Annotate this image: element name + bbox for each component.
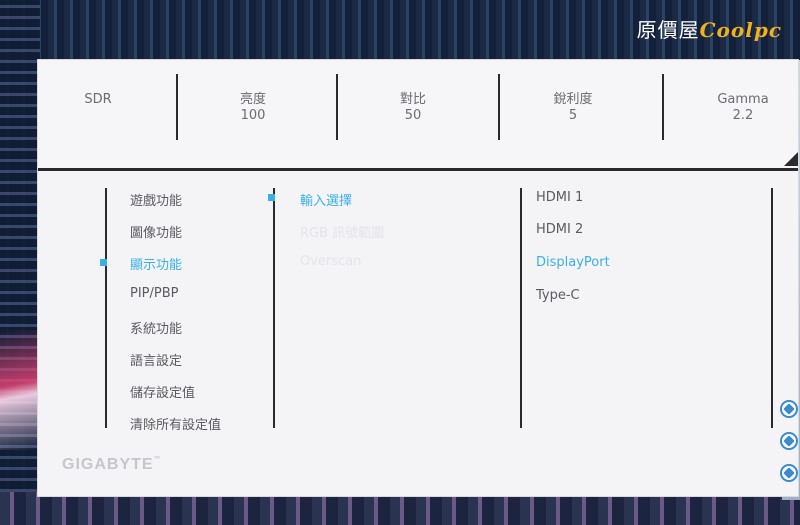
menu-item-display[interactable]: 顯示功能: [130, 258, 183, 273]
status-contrast-label: 對比: [399, 92, 426, 107]
background-city-bottom: [0, 492, 800, 525]
background-light-streak: [0, 330, 42, 450]
watermark-prefix: 原價屋: [636, 18, 700, 42]
status-sharpness-value: 5: [568, 108, 578, 123]
menu-item-picture[interactable]: 圖像功能: [130, 226, 183, 241]
joystick-nav-icon: [780, 400, 798, 418]
status-mode-label: SDR: [84, 92, 112, 107]
option-hdmi-2[interactable]: HDMI 2: [536, 222, 584, 237]
option-displayport[interactable]: DisplayPort: [536, 255, 610, 270]
submenu-item-input-select[interactable]: 輸入選擇: [300, 194, 353, 209]
menu-item-system[interactable]: 系統功能: [130, 322, 183, 337]
status-mode: SDR: [58, 92, 138, 108]
status-divider: [176, 74, 178, 140]
sub-menu-bar: [273, 188, 275, 428]
gigabyte-logo: GIGABYTE™: [62, 456, 162, 473]
status-divider: [662, 74, 664, 140]
menu-item-language[interactable]: 語言設定: [130, 354, 183, 369]
menu-item-pip-pbp[interactable]: PIP/PBP: [130, 286, 179, 301]
main-menu-bar: [105, 188, 107, 428]
status-sharpness-label: 銳利度: [553, 92, 593, 107]
status-gamma: Gamma 2.2: [698, 92, 788, 124]
status-gamma-value: 2.2: [732, 108, 754, 123]
option-hdmi-1[interactable]: HDMI 1: [536, 190, 584, 205]
menu-item-reset-all[interactable]: 清除所有設定值: [130, 418, 222, 433]
corner-mark: [784, 152, 798, 166]
status-divider: [336, 74, 338, 140]
status-contrast: 對比 50: [368, 92, 458, 124]
right-scroll-bar[interactable]: [771, 188, 773, 428]
osd-panel: SDR 亮度 100 對比 50 銳利度 5 Gamma 2.2 遊戲功能 圖像…: [38, 60, 798, 496]
option-type-c[interactable]: Type-C: [536, 288, 580, 303]
sub-menu-selection-marker: [268, 194, 275, 201]
watermark-brand: Coolpc: [699, 18, 782, 42]
status-gamma-label: Gamma: [717, 92, 769, 107]
submenu-item-rgb-range[interactable]: RGB 訊號範圍: [300, 226, 385, 241]
menu-item-game[interactable]: 遊戲功能: [130, 194, 183, 209]
submenu-item-overscan[interactable]: Overscan: [300, 254, 362, 269]
header-divider: [38, 168, 798, 171]
status-brightness: 亮度 100: [208, 92, 298, 124]
status-brightness-label: 亮度: [239, 92, 266, 107]
main-menu-selection-marker: [100, 259, 107, 266]
joystick-nav-icon: [780, 464, 798, 482]
joystick-nav-icon: [780, 432, 798, 450]
status-divider: [498, 74, 500, 140]
status-bar: SDR 亮度 100 對比 50 銳利度 5 Gamma 2.2: [38, 60, 798, 168]
watermark: 原價屋Coolpc: [637, 14, 782, 43]
status-sharpness: 銳利度 5: [528, 92, 618, 124]
status-brightness-value: 100: [240, 108, 266, 123]
options-bar: [520, 188, 522, 428]
menu-item-save-settings[interactable]: 儲存設定值: [130, 386, 196, 401]
gigabyte-logo-text: GIGABYTE: [62, 456, 154, 473]
status-contrast-value: 50: [404, 108, 422, 123]
